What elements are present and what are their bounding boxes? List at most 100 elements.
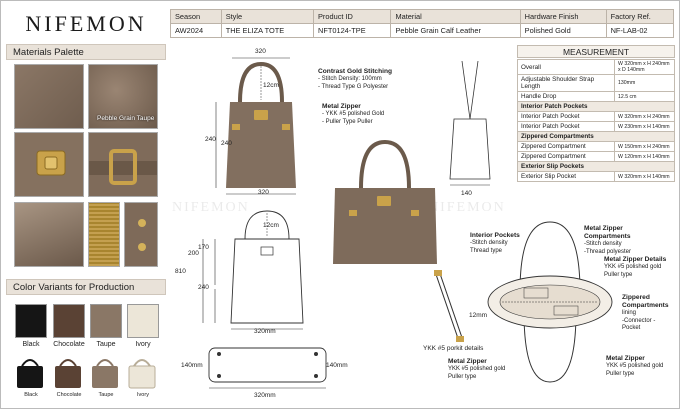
measurement-section-label: Zippered Compartments — [517, 131, 675, 142]
measurement-value: W 320mm x H 140mm — [614, 171, 675, 182]
base-depth-left: 140mm — [181, 362, 203, 369]
zippered-compartments-line-3: Pocket — [622, 325, 641, 332]
materials-title: Materials Palette — [6, 44, 166, 60]
strap-label: YKK #5 porkit details — [423, 345, 484, 352]
three-quarter-bag-photo — [333, 139, 437, 264]
base-outline-drawing — [208, 347, 327, 389]
zippered-compartments-callout: Zippered Compartments lining -Connector … — [622, 294, 678, 333]
measurement-title: MEASUREMENT — [517, 45, 675, 58]
buckle-icon — [89, 149, 157, 185]
measurement-section-label: Exterior Slip Pockets — [517, 161, 675, 172]
measurement-label: Overall — [517, 59, 615, 75]
interior-pockets-line-1: -Stitch density — [470, 240, 508, 247]
spec-header-product-id: Product ID — [312, 9, 392, 24]
mini-bag-ivory — [128, 359, 156, 389]
front-zipper-callout: Metal Zipper - YKK #5 polished Gold - Pu… — [322, 103, 384, 126]
measurement-label: Zippered Compartment — [517, 151, 615, 162]
turn-lock-swatch — [14, 132, 84, 197]
zipper-compartments-callout: Metal Zipper Compartments -Stitch densit… — [584, 225, 664, 256]
strap-drawing — [434, 270, 464, 342]
base-depth-right: 140mm — [326, 362, 348, 369]
contrast-stitching-line-2: - Thread Type G Polyester — [318, 83, 389, 90]
color-name-black: Black — [22, 341, 40, 348]
spec-hardware: Polished Gold — [519, 23, 607, 38]
mini-bag-taupe — [92, 359, 118, 388]
color-name-ivory: Ivory — [135, 341, 151, 348]
zipper-bottom-right-line-2: Puller type — [606, 370, 635, 377]
zipper-bottom-left-callout: Metal Zipper YKK #5 polished gold Puller… — [448, 358, 505, 381]
zipper-details-callout: Metal Zipper Details YKK #5 polished gol… — [604, 256, 676, 279]
measurement-label: Handle Drop — [517, 91, 615, 102]
spec-header-season: Season — [170, 9, 222, 24]
side-view-outline — [449, 60, 491, 186]
contrast-stitching-title: Contrast Gold Stitching — [318, 68, 392, 75]
mini-bag-chocolate — [55, 359, 81, 388]
watermark-right: NIFEMON — [428, 200, 506, 215]
spec-material: Pebble Grain Calf Leather — [390, 23, 521, 38]
spec-header-row: Season Style Product ID Material Hardwar… — [170, 9, 675, 24]
front-height-b: 240 — [221, 140, 232, 147]
mini-bag-variants — [17, 359, 156, 389]
contrast-stitching-line-1: - Stitch Density: 100mm — [318, 76, 382, 83]
spec-style: THE ELIZA TOTE — [220, 23, 314, 38]
front-zipper-line-1: - YKK #5 polished Gold — [322, 111, 385, 118]
contrast-stitching-callout: Contrast Gold Stitching - Stitch Density… — [318, 68, 392, 91]
measurement-label: Zippered Compartment — [517, 141, 615, 152]
spec-header-material: Material — [390, 9, 521, 24]
color-name-taupe: Taupe — [96, 341, 116, 348]
outline-height-240: 240 — [198, 284, 209, 291]
zipper-compartments-line-1: -Stitch density — [584, 241, 622, 248]
spec-header-style: Style — [220, 9, 314, 24]
front-outline-drawing — [202, 210, 304, 330]
mini-name-black: Black — [24, 392, 38, 398]
color-swatch-chocolate — [53, 304, 85, 338]
measurement-value: W 230mm x H 140mm — [614, 121, 675, 132]
zipper-details-title: Metal Zipper Details — [604, 256, 667, 263]
front-top-width: 320 — [255, 48, 266, 55]
leather-swatch — [14, 64, 84, 129]
watermark-left: NIFEMON — [172, 200, 250, 215]
mini-name-ivory: Ivory — [137, 392, 149, 398]
spec-factory: NF-LAB-02 — [605, 23, 675, 38]
measurement-value: W 120mm x H 140mm — [614, 151, 675, 162]
measurement-section-row: Interior Patch Pockets — [517, 101, 675, 112]
color-swatch-ivory — [127, 304, 159, 338]
zipper-details-line-1: YKK #5 polished gold — [604, 264, 662, 271]
pebble-grain-swatch: Pebble Grain Taupe — [88, 64, 158, 129]
zippered-compartments-line-2: -Connector - — [622, 317, 656, 324]
measurement-section-row: Exterior Slip Pockets — [517, 161, 675, 172]
zipper-bottom-right-title: Metal Zipper — [606, 355, 645, 362]
rivet-swatch — [124, 202, 158, 267]
front-bag-photo — [215, 57, 296, 195]
interior-pockets-line-2: Thread type — [470, 247, 503, 254]
turn-lock-icon — [36, 150, 66, 176]
outline-handle-drop: 12cm — [263, 222, 279, 229]
pebble-grain-label: Pebble Grain Taupe — [97, 115, 155, 122]
measurement-label: Adjustable Shoulder Strap Length — [517, 74, 615, 92]
color-variants-title: Color Variants for Production — [6, 279, 166, 295]
zipper-bottom-right-callout: Metal Zipper YKK #5 polished gold Puller… — [606, 355, 678, 378]
zippered-compartments-line-1: lining — [622, 310, 637, 317]
zipper-compartments-line-2: -Thread polyester — [584, 248, 632, 255]
buckle-swatch — [88, 132, 158, 197]
side-width: 140 — [461, 190, 472, 197]
zipper-bottom-left-line-1: YKK #5 polished gold — [448, 366, 506, 373]
spec-product-id: NFT0124-TPE — [312, 23, 392, 38]
spec-header-hardware: Hardware Finish — [519, 9, 607, 24]
spec-season: AW2024 — [170, 23, 222, 38]
measurement-value: 130mm — [614, 74, 675, 92]
mini-name-taupe: Taupe — [98, 392, 114, 398]
front-handle-drop: 12cm — [263, 82, 279, 89]
outline-height-200: 200 — [188, 250, 199, 257]
brand-logo: NIFEMON — [25, 11, 147, 36]
color-swatch-black — [15, 304, 47, 338]
strap-size: 12mm — [469, 312, 488, 319]
spec-value-row: AW2024 THE ELIZA TOTE NFT0124-TPE Pebble… — [170, 23, 675, 38]
outline-height-170: 170 — [198, 244, 209, 251]
interior-pockets-title: Interior Pockets — [470, 232, 520, 239]
